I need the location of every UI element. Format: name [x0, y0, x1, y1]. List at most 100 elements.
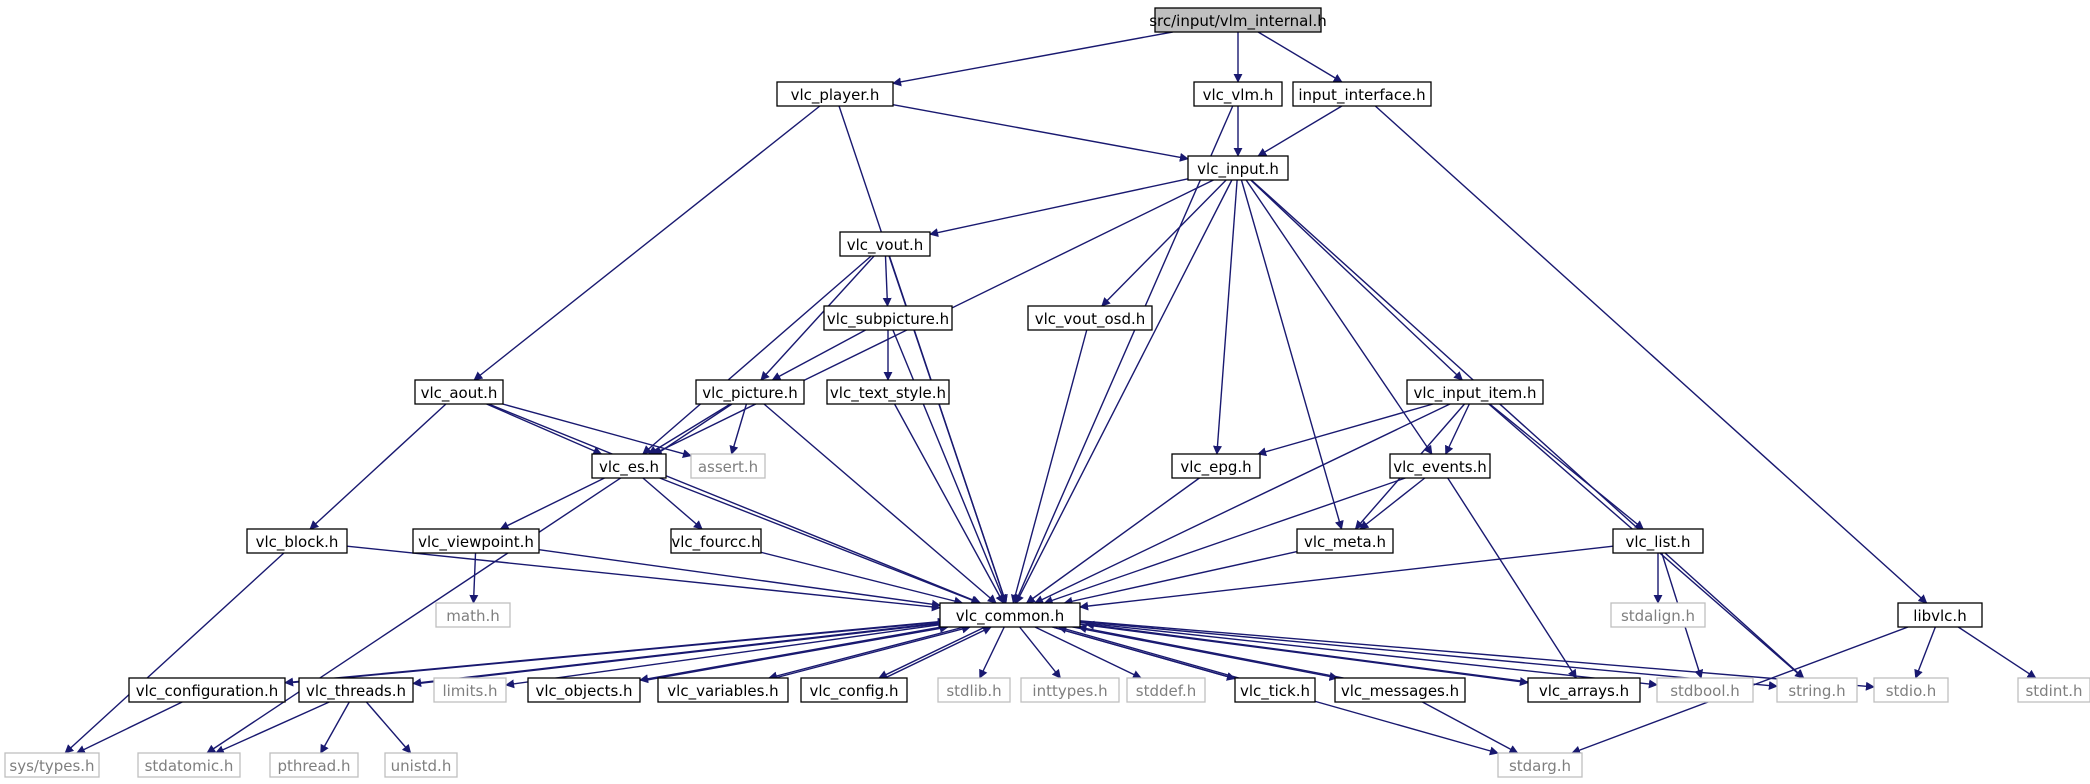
node-box — [4, 752, 100, 778]
node-box — [412, 528, 540, 554]
node-subpicture[interactable]: vlc_subpicture.h — [823, 305, 953, 331]
node-libvlc[interactable]: libvlc.h — [1897, 602, 1983, 628]
edge-picture-to-stdatomic — [206, 403, 733, 754]
edge-common-to-messages — [1072, 626, 1339, 681]
edge-input-to-epg — [1212, 179, 1238, 455]
edge-threads-to-unistd — [365, 701, 412, 754]
edge-configuration-to-systypes — [75, 701, 183, 754]
node-label: vlc_vout.h — [847, 236, 924, 255]
edge-common-to-config — [878, 626, 986, 679]
node-label: vlc_es.h — [599, 458, 659, 477]
node-label: limits.h — [442, 682, 497, 700]
node-box — [939, 602, 1081, 628]
edge-input_item-to-events — [1445, 403, 1470, 455]
node-box — [1497, 752, 1583, 778]
edge-common-to-string — [1079, 620, 1778, 691]
edge-common-to-stddef — [1034, 626, 1142, 679]
node-stdio: stdio.h — [1873, 677, 1949, 703]
node-label: vlc_player.h — [791, 86, 880, 105]
node-tick[interactable]: vlc_tick.h — [1234, 677, 1316, 703]
node-epg[interactable]: vlc_epg.h — [1171, 453, 1261, 479]
node-box — [823, 305, 953, 331]
edge-input-to-meta — [1240, 179, 1344, 530]
node-label: unistd.h — [391, 757, 452, 775]
node-fourcc[interactable]: vlc_fourcc.h — [670, 528, 762, 554]
node-label: assert.h — [698, 458, 758, 476]
edge-arrays-to-common — [1085, 620, 1535, 684]
node-list[interactable]: vlc_list.h — [1612, 528, 1704, 554]
node-box — [433, 677, 507, 703]
node-common[interactable]: vlc_common.h — [939, 602, 1081, 628]
node-label: stdlib.h — [946, 682, 1001, 700]
node-variables[interactable]: vlc_variables.h — [657, 677, 789, 703]
node-box — [527, 677, 641, 703]
node-label: vlc_vout_osd.h — [1035, 310, 1146, 329]
node-label: stdalign.h — [1621, 607, 1695, 625]
node-label: inttypes.h — [1032, 682, 1107, 700]
edge-layer — [64, 31, 2037, 756]
node-label: stddef.h — [1136, 682, 1196, 700]
node-stdint: stdint.h — [2017, 677, 2090, 703]
node-label: vlc_subpicture.h — [827, 310, 949, 329]
node-es[interactable]: vlc_es.h — [591, 453, 667, 479]
node-box — [1193, 81, 1283, 107]
node-configuration[interactable]: vlc_configuration.h — [128, 677, 286, 703]
edge-input_item-to-common — [1034, 403, 1451, 604]
edge-input-to-vout_osd — [1101, 179, 1227, 307]
node-box — [2017, 677, 2090, 703]
node-picture[interactable]: vlc_picture.h — [695, 379, 805, 405]
edge-input-to-input_item — [1250, 179, 1463, 381]
node-root[interactable]: src/input/vlm_internal.h — [1149, 7, 1327, 33]
node-input-interface[interactable]: input_interface.h — [1292, 81, 1432, 107]
node-label: vlc_arrays.h — [1539, 682, 1629, 701]
edge-root-to-player — [892, 31, 1173, 87]
node-box — [591, 453, 667, 479]
edge-input_interface-to-libvlc — [1374, 105, 1928, 604]
node-stdlib: stdlib.h — [937, 677, 1011, 703]
node-box — [1612, 528, 1704, 554]
edge-input-to-common — [1015, 179, 1233, 604]
node-threads[interactable]: vlc_threads.h — [298, 677, 414, 703]
node-player[interactable]: vlc_player.h — [776, 81, 894, 107]
edge-config-to-common — [884, 626, 992, 679]
node-box — [826, 379, 950, 405]
node-layer: src/input/vlm_internal.h vlc_player.h vlc_… — [4, 7, 2090, 778]
edge-input-to-string — [1250, 179, 1805, 679]
node-aout[interactable]: vlc_aout.h — [414, 379, 504, 405]
edge-vout-to-picture — [760, 255, 875, 381]
edge-tick-to-common — [1057, 624, 1242, 680]
node-label: stdio.h — [1886, 682, 1937, 700]
node-label: vlc_configuration.h — [136, 682, 279, 701]
node-stdatomic: stdatomic.h — [137, 752, 241, 778]
node-vout-osd[interactable]: vlc_vout_osd.h — [1027, 305, 1153, 331]
node-events[interactable]: vlc_events.h — [1389, 453, 1491, 479]
edge-common-to-objects — [639, 626, 942, 684]
node-box — [937, 677, 1011, 703]
node-block[interactable]: vlc_block.h — [246, 528, 348, 554]
node-messages[interactable]: vlc_messages.h — [1334, 677, 1466, 703]
node-pthread: pthread.h — [269, 752, 359, 778]
node-viewpoint[interactable]: vlc_viewpoint.h — [412, 528, 540, 554]
edge-common-to-inttypes — [1019, 626, 1061, 679]
node-text-style[interactable]: vlc_text_style.h — [826, 379, 950, 405]
edge-root-to-input_interface — [1257, 31, 1343, 83]
node-arrays[interactable]: vlc_arrays.h — [1527, 677, 1641, 703]
edge-aout-to-assert — [502, 403, 692, 459]
node-label: vlc_epg.h — [1180, 458, 1251, 477]
node-meta[interactable]: vlc_meta.h — [1296, 528, 1394, 554]
node-vlm[interactable]: vlc_vlm.h — [1193, 81, 1283, 107]
node-objects[interactable]: vlc_objects.h — [527, 677, 641, 703]
edge-common-to-stdio — [1079, 620, 1875, 691]
edge-common-to-limits — [505, 624, 941, 689]
edge-block-to-common — [346, 545, 941, 612]
node-input[interactable]: vlc_input.h — [1187, 155, 1289, 181]
edge-variables-to-common — [774, 624, 971, 679]
node-input-item[interactable]: vlc_input_item.h — [1406, 379, 1544, 405]
node-label: vlc_threads.h — [306, 682, 406, 701]
node-config[interactable]: vlc_config.h — [800, 677, 908, 703]
node-box — [1171, 453, 1261, 479]
node-box — [1656, 677, 1754, 703]
node-box — [1027, 305, 1153, 331]
edge-libvlc-to-stdint — [1957, 626, 2037, 679]
node-vout[interactable]: vlc_vout.h — [839, 231, 931, 257]
